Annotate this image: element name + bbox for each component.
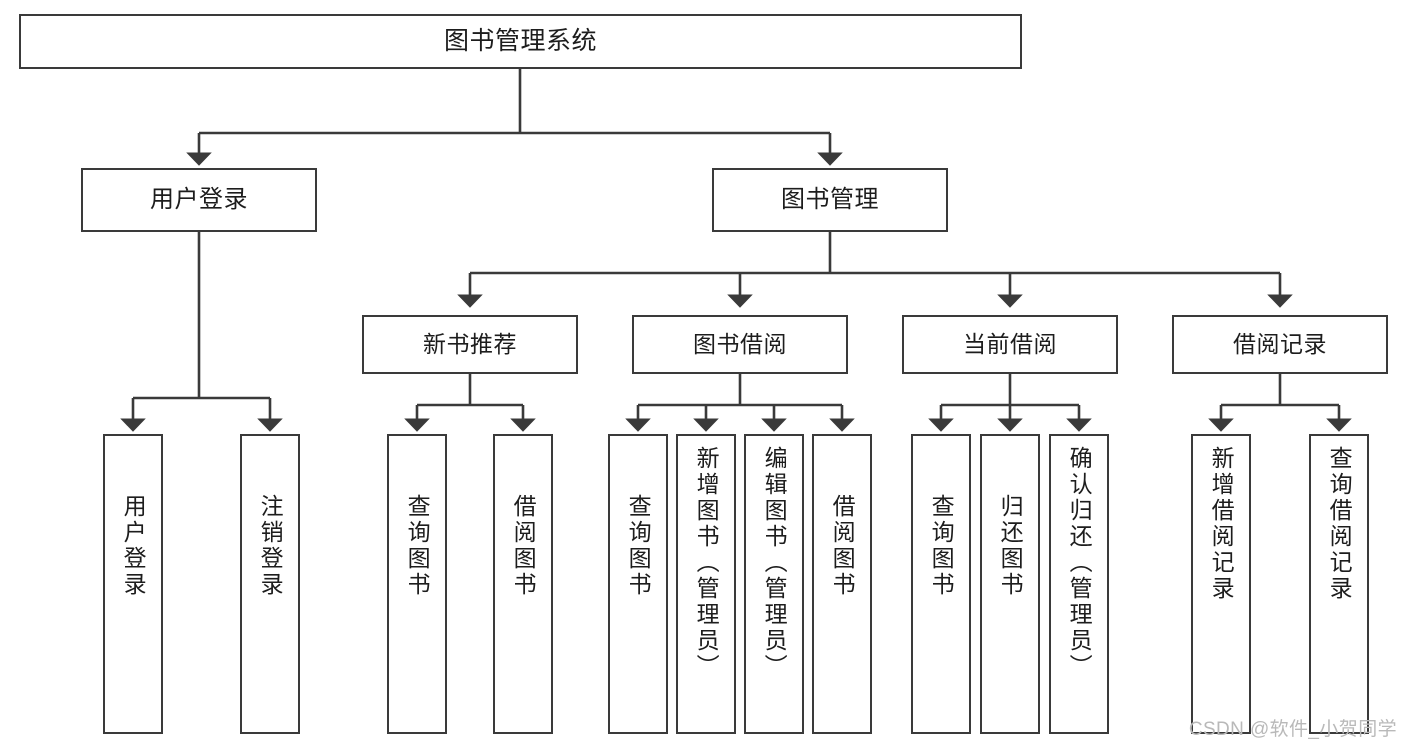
leaf-borrow-book-recommend[interactable]: 借阅图书 xyxy=(493,434,553,734)
node-label: 借阅图书 xyxy=(510,494,537,598)
node-label: 查询借阅记录 xyxy=(1326,446,1353,602)
node-label: 用户登录 xyxy=(120,494,147,598)
leaf-query-book-borrow[interactable]: 查询图书 xyxy=(608,434,668,734)
leaf-add-borrow-record[interactable]: 新增借阅记录 xyxy=(1191,434,1251,734)
leaf-return-book[interactable]: 归还图书 xyxy=(980,434,1040,734)
node-borrow-record[interactable]: 借阅记录 xyxy=(1172,315,1388,374)
node-book-management[interactable]: 图书管理 xyxy=(712,168,948,232)
node-label: 新增图书（管理员） xyxy=(693,446,720,680)
leaf-confirm-return-admin[interactable]: 确认归还（管理员） xyxy=(1049,434,1109,734)
leaf-edit-book-admin[interactable]: 编辑图书（管理员） xyxy=(744,434,804,734)
node-new-book-recommend[interactable]: 新书推荐 xyxy=(362,315,578,374)
node-label: 借阅图书 xyxy=(829,494,856,598)
leaf-logout[interactable]: 注销登录 xyxy=(240,434,300,734)
node-label: 借阅记录 xyxy=(1233,330,1327,357)
node-label: 当前借阅 xyxy=(963,330,1057,357)
node-label: 图书管理系统 xyxy=(443,26,597,55)
node-label: 用户登录 xyxy=(150,185,248,213)
leaf-user-login[interactable]: 用户登录 xyxy=(103,434,163,734)
node-label: 新书推荐 xyxy=(423,330,517,357)
node-current-borrow[interactable]: 当前借阅 xyxy=(902,315,1118,374)
leaf-query-book-current[interactable]: 查询图书 xyxy=(911,434,971,734)
leaf-query-borrow-record[interactable]: 查询借阅记录 xyxy=(1309,434,1369,734)
node-root-system[interactable]: 图书管理系统 xyxy=(19,14,1022,69)
node-label: 注销登录 xyxy=(257,494,284,598)
leaf-borrow-book[interactable]: 借阅图书 xyxy=(812,434,872,734)
node-label: 归还图书 xyxy=(997,494,1024,598)
node-label: 查询图书 xyxy=(928,494,955,598)
node-label: 新增借阅记录 xyxy=(1208,446,1235,602)
leaf-add-book-admin[interactable]: 新增图书（管理员） xyxy=(676,434,736,734)
node-label: 查询图书 xyxy=(404,494,431,598)
node-user-login[interactable]: 用户登录 xyxy=(81,168,317,232)
node-label: 编辑图书（管理员） xyxy=(761,446,788,680)
leaf-query-book-recommend[interactable]: 查询图书 xyxy=(387,434,447,734)
watermark-text: CSDN @软件_小贺同学 xyxy=(1188,719,1397,740)
node-label: 查询图书 xyxy=(625,494,652,598)
node-book-borrow[interactable]: 图书借阅 xyxy=(632,315,848,374)
node-label: 图书借阅 xyxy=(693,330,787,357)
node-label: 图书管理 xyxy=(781,185,879,213)
node-label: 确认归还（管理员） xyxy=(1066,446,1093,680)
